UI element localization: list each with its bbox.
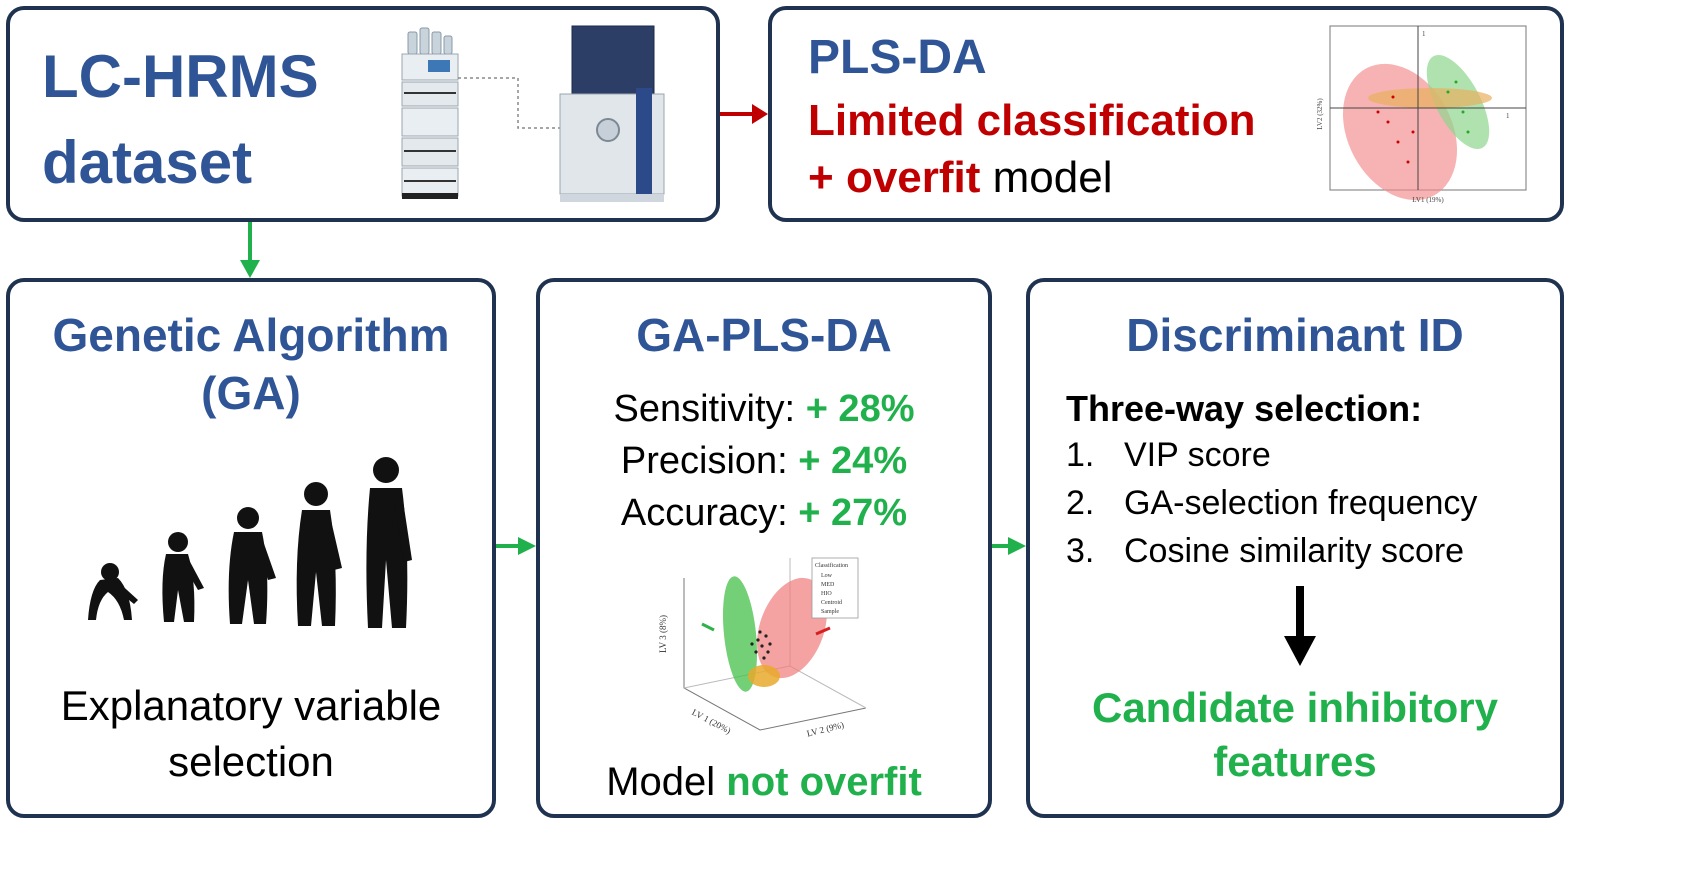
ga-title-line1: Genetic Algorithm (52, 309, 450, 361)
model-label: Model (606, 760, 716, 804)
metric-value: + 28% (805, 388, 915, 430)
metric-row-precision: Precision: + 24% (536, 440, 992, 483)
arrow-green-down-icon (240, 222, 260, 278)
evolution-silhouettes-icon (88, 457, 412, 628)
selection-item-number: 2. (1066, 484, 1095, 522)
plot-ellipse-green (722, 576, 758, 692)
gaplsda-legend-item: Sample (821, 609, 839, 615)
discriminant-box (1026, 278, 1564, 818)
gaplsda-title: GA-PLS-DA (636, 309, 892, 361)
plsda-title: PLS-DA (808, 31, 987, 84)
plot-ellipse-red (757, 577, 827, 679)
plsda-plot-tick-x: 1 (1506, 112, 1510, 120)
ga-caption-line2: selection (168, 738, 334, 785)
metric-value: + 24% (798, 440, 908, 482)
gaplsda-axis-y: LV 2 (9%) (806, 720, 845, 739)
down-arrow-icon (1284, 586, 1316, 666)
arrow-green-right-icon (496, 537, 536, 555)
not-overfit-label: not overfit (726, 760, 922, 804)
lchrms-title-line2: dataset (42, 129, 253, 196)
plsda-line2: + overfit model (808, 153, 1113, 203)
gaplsda-axis-z: LV 3 (8%) (658, 615, 668, 653)
lchrms-title-line1: LC-HRMS (42, 43, 319, 110)
result-line1: Candidate inhibitory (1091, 684, 1498, 731)
plus-sign: + (808, 153, 834, 202)
arrow-green-right-icon (992, 537, 1026, 555)
gaplsda-legend-item: Centroid (821, 600, 842, 606)
plot-ellipse-orange (1368, 88, 1492, 108)
plsda-plot-xlabel: LV1 (19%) (1412, 196, 1444, 204)
plsda-score-plot: LV2 (32%) LV1 (19%) 1 1 (1316, 25, 1527, 204)
selection-item-text: VIP score (1124, 436, 1271, 474)
selection-item-number: 3. (1066, 532, 1095, 570)
ga-caption-line1: Explanatory variable (60, 682, 442, 729)
plsda-plot-ylabel: LV2 (32%) (1316, 98, 1324, 130)
discriminant-title: Discriminant ID (1126, 309, 1464, 361)
selection-item-2: 2. GA-selection frequency (1066, 484, 1477, 523)
metric-row-accuracy: Accuracy: + 27% (536, 492, 992, 535)
result-line2: features (1213, 738, 1377, 785)
gaplsda-legend-title: Classification (815, 562, 848, 569)
arrow-red-right-icon (720, 104, 768, 124)
gaplsda-legend-item: MED (821, 582, 835, 588)
selection-item-text: GA-selection frequency (1124, 484, 1478, 522)
plot-ellipse-orange (748, 665, 780, 687)
metric-label: Precision: (620, 440, 788, 482)
model-label: model (992, 153, 1113, 202)
metric-row-sensitivity: Sensitivity: + 28% (536, 388, 992, 431)
metric-label: Sensitivity: (613, 388, 796, 430)
gaplsda-footer: Model not overfit (536, 760, 992, 805)
metric-label: Accuracy: (620, 492, 788, 534)
selection-item-text: Cosine similarity score (1124, 532, 1465, 570)
selection-item-3: 3. Cosine similarity score (1066, 532, 1464, 571)
metric-value: + 27% (798, 492, 908, 534)
selection-item-1: 1. VIP score (1066, 436, 1271, 475)
plsda-plot-tick-y: 1 (1422, 30, 1426, 38)
gaplsda-3d-plot: Classification Low MED HIO Centroid Samp… (658, 557, 867, 739)
discriminant-subtitle: Three-way selection: (1066, 388, 1423, 429)
gaplsda-legend-item: HIO (821, 591, 832, 597)
overfit-label: overfit (845, 153, 981, 202)
gaplsda-box (536, 278, 992, 818)
plsda-limited-classification: Limited classification (808, 96, 1256, 145)
selection-item-number: 1. (1066, 436, 1095, 474)
lc-ms-instrument-icon (401, 25, 665, 202)
ga-title-line2: (GA) (201, 367, 301, 419)
gaplsda-legend-item: Low (821, 573, 833, 579)
